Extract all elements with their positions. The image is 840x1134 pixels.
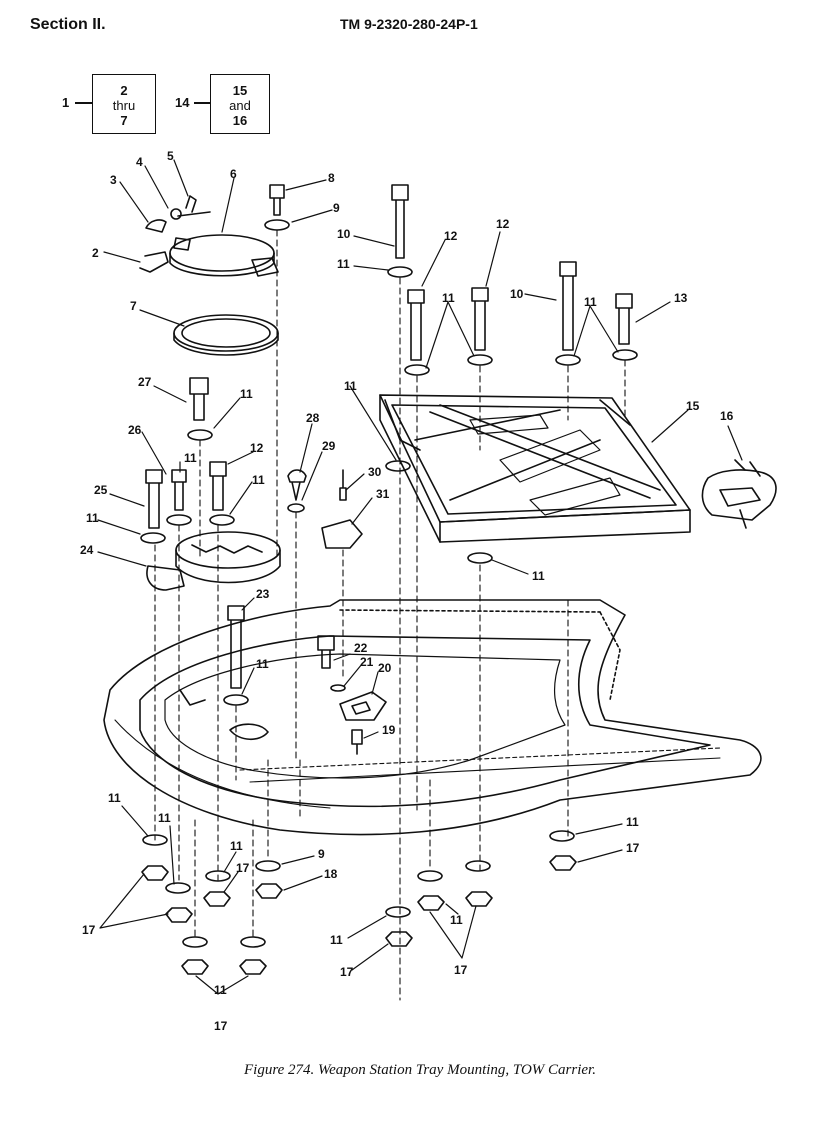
callout-17: 17 [340, 965, 354, 979]
ref-box-line: 16 [232, 113, 248, 128]
callout-7: 7 [130, 299, 137, 313]
callout-11: 11 [184, 451, 197, 465]
seal-ring [173, 314, 279, 356]
ref-item-number: 1 [62, 95, 70, 110]
callout-25: 25 [94, 483, 108, 497]
callout-23: 23 [256, 587, 270, 601]
callout-9: 9 [318, 847, 325, 861]
callout-11: 11 [584, 295, 597, 309]
callout-4: 4 [136, 155, 143, 169]
callout-8: 8 [328, 171, 335, 185]
leader-lines [97, 159, 743, 995]
callout-26: 26 [128, 423, 142, 437]
callout-12: 12 [250, 441, 264, 455]
callout-24: 24 [80, 543, 94, 557]
ref-leader-line [194, 102, 210, 104]
assembly-center-lines [154, 229, 626, 1001]
ref-box-line: 15 [232, 83, 248, 98]
callout-11: 11 [450, 913, 463, 927]
callout-18: 18 [324, 867, 338, 881]
reference-box-2-thru-7: 2 thru 7 [92, 74, 156, 134]
ref-box-line: thru [112, 98, 136, 113]
mount-ring [146, 531, 281, 591]
callout-11: 11 [214, 983, 227, 997]
callout-17: 17 [454, 963, 468, 977]
section-label: Section II. [30, 16, 106, 33]
callout-22: 22 [354, 641, 368, 655]
callout-16: 16 [720, 409, 734, 423]
tm-number: TM 9-2320-280-24P-1 [340, 16, 478, 32]
mount-bracket [701, 459, 777, 529]
callout-28: 28 [306, 411, 320, 425]
ref-box-line: 7 [120, 113, 128, 128]
reference-box-15-and-16: 15 and 16 [210, 74, 270, 134]
callout-19: 19 [382, 723, 396, 737]
ref-leader-line [75, 102, 93, 104]
ref-item-number: 14 [175, 95, 190, 110]
callout-27: 27 [138, 375, 152, 389]
callout-11: 11 [532, 569, 545, 583]
callout-17: 17 [214, 1019, 228, 1033]
weapon-station-tray [379, 394, 691, 543]
callout-10: 10 [337, 227, 351, 241]
callout-11: 11 [256, 657, 269, 671]
callout-17: 17 [236, 861, 250, 875]
callout-2: 2 [92, 246, 99, 260]
callout-30: 30 [368, 465, 382, 479]
ref-box-line: 2 [120, 83, 128, 98]
callout-17: 17 [626, 841, 640, 855]
ref-box-line: and [229, 98, 251, 113]
callout-5: 5 [167, 149, 174, 163]
callout-11: 11 [252, 473, 265, 487]
callout-31: 31 [376, 487, 390, 501]
figure-caption: Figure 274. Weapon Station Tray Mounting… [244, 1062, 596, 1078]
callout-11: 11 [108, 791, 121, 805]
carrier-plate [103, 599, 762, 836]
callout-3: 3 [110, 173, 117, 187]
callout-12: 12 [444, 229, 458, 243]
callout-labels: 2 3 4 5 6 7 8 9 10 11 12 12 10 11 11 13 … [80, 149, 734, 1033]
callout-11: 11 [158, 811, 171, 825]
callout-10: 10 [510, 287, 524, 301]
callout-11: 11 [626, 815, 639, 829]
callout-11: 11 [344, 379, 357, 393]
callout-29: 29 [322, 439, 336, 453]
callout-11: 11 [337, 257, 350, 271]
callout-15: 15 [686, 399, 700, 413]
callout-11: 11 [330, 933, 343, 947]
callout-12: 12 [496, 217, 510, 231]
callout-17: 17 [82, 923, 96, 937]
callout-11: 11 [442, 291, 455, 305]
cover-assembly [139, 195, 279, 277]
callout-11: 11 [240, 387, 253, 401]
small-brackets [321, 519, 387, 721]
callout-11: 11 [86, 511, 99, 525]
hex-nuts [141, 855, 577, 975]
callout-6: 6 [230, 167, 237, 181]
callout-21: 21 [360, 655, 374, 669]
callout-9: 9 [333, 201, 340, 215]
bolts [145, 184, 633, 755]
callout-20: 20 [378, 661, 392, 675]
callout-13: 13 [674, 291, 688, 305]
callout-11: 11 [230, 839, 243, 853]
washers [140, 219, 638, 948]
